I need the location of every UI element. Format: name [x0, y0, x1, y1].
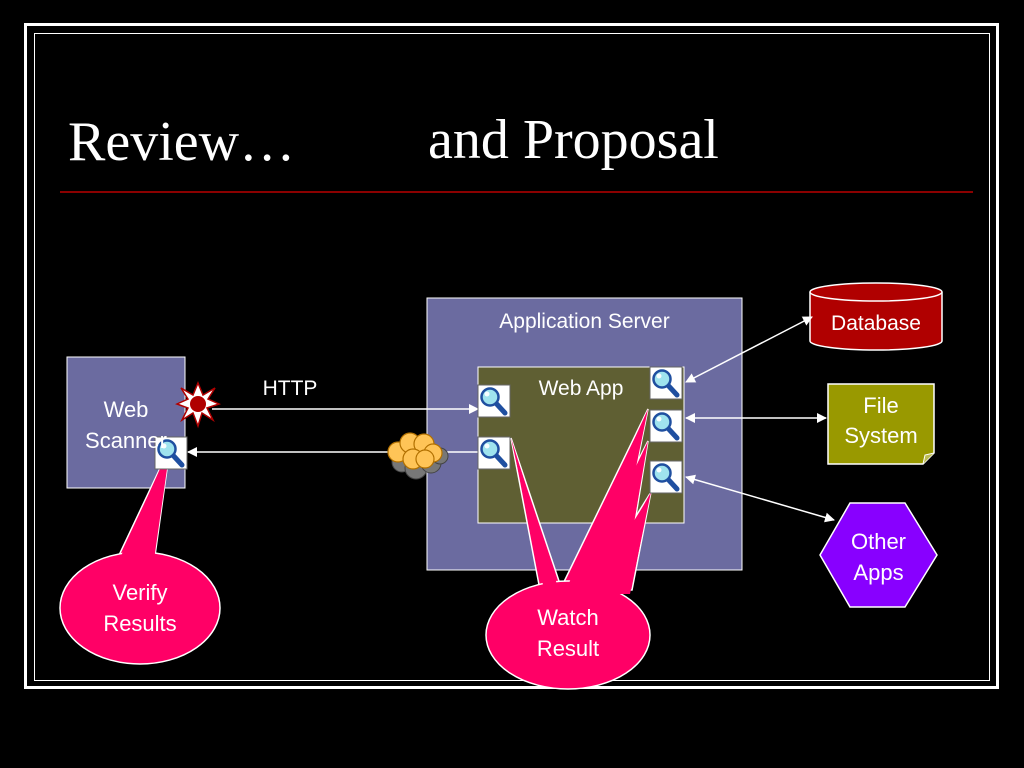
file-system-label-line2: System [844, 423, 918, 448]
watch-label-line2: Result [536, 636, 600, 661]
magnifier-icon [650, 410, 682, 442]
magnifier-icon [478, 437, 510, 469]
slide-frame-outer [24, 23, 999, 689]
other-apps-connector [685, 474, 835, 523]
other-apps-label-line1: Other [850, 529, 907, 554]
verify-results-callout [59, 461, 221, 665]
file-system-label-line1: File [863, 393, 899, 418]
other-apps-label-line2: Apps [853, 560, 904, 585]
application-server-label: Application Server [499, 310, 670, 333]
database-connector [685, 316, 813, 383]
verify-label-line2: Results [103, 611, 177, 636]
database-label: Database [831, 312, 921, 335]
watch-result-callout [485, 408, 652, 690]
title-review: Review… [68, 111, 296, 173]
title-rule [60, 191, 973, 193]
title-proposal: and Proposal [428, 109, 719, 171]
magnifier-icon [650, 461, 682, 493]
web-scanner-label: Web Scanner [85, 397, 167, 453]
database-cylinder [809, 282, 943, 351]
slide-frame-inner [34, 33, 990, 681]
explosion-icon [175, 381, 222, 429]
other-apps-hexagon [819, 502, 938, 608]
watch-label-line1: Watch [537, 605, 599, 630]
verify-label-line1: Verify [112, 580, 168, 605]
cloud-icon [387, 432, 449, 480]
http-label: HTTP [262, 377, 318, 400]
web-app-label: Web App [538, 377, 624, 400]
